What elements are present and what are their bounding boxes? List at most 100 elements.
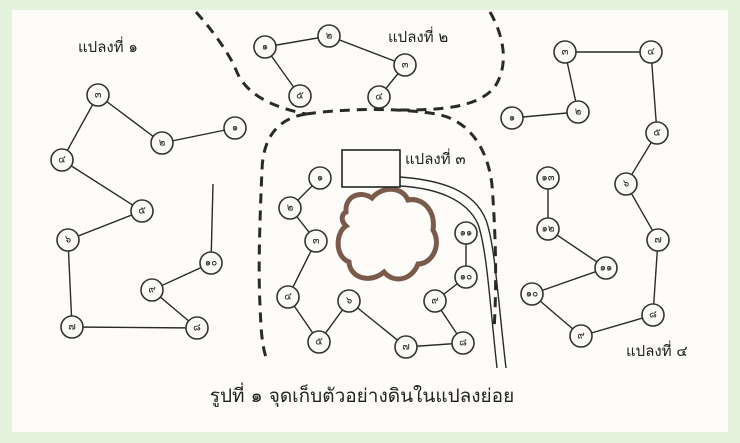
sample-point-circle [594, 256, 618, 280]
plot-label-4: แปลงที่ ๔ [626, 340, 688, 360]
plot4-sample-point: ๘ [641, 303, 665, 327]
sample-point-label: ๕ [653, 128, 661, 139]
plot2-sample-point: ๑ [253, 35, 277, 59]
plot1-sample-point: ๗ [60, 315, 84, 339]
plot3-sample-point: ๔ [276, 285, 300, 309]
plot1-sample-point: ๒ [150, 131, 174, 155]
sample-point-circle [185, 316, 209, 340]
sample-point-circle [278, 196, 302, 220]
sample-point-circle [394, 335, 418, 359]
plot4-sample-point: ๕ [645, 121, 669, 145]
plot2-sample-point: ๓ [393, 53, 417, 77]
plot4-sample-point: ๖ [614, 172, 638, 196]
plot3-sample-point: ๙ [423, 289, 447, 313]
sample-point-label: ๑๑ [460, 228, 473, 239]
sample-point-circle [536, 166, 560, 190]
sample-point-circle [454, 265, 478, 289]
sample-point-label: ๑๒ [542, 224, 555, 235]
sample-point-label: ๕ [315, 337, 323, 348]
sample-point-label: ๖ [623, 179, 629, 190]
plot2-sample-point: ๔ [367, 85, 391, 109]
sample-point-label: ๘ [459, 338, 467, 349]
sample-point-circle [199, 251, 223, 275]
sample-point-label: ๑ [509, 113, 515, 124]
sample-point-circle [646, 228, 670, 252]
plot3-sample-point: ๘ [451, 331, 475, 355]
sample-point-label: ๓ [313, 236, 320, 247]
plot1-sample-point: ๑๐ [199, 251, 223, 275]
sample-point-circle [337, 289, 361, 313]
sample-point-circle [308, 166, 332, 190]
sample-point-circle [536, 217, 560, 241]
plot4-sample-point: ๑๓ [536, 166, 560, 190]
figure-caption: รูปที่ ๑ จุดเก็บตัวอย่างดินในแปลงย่อย [210, 382, 514, 408]
plot1-sample-point: ๘ [185, 316, 209, 340]
sample-point-circle [423, 289, 447, 313]
plot3-route-line [287, 177, 467, 348]
plot4-sample-point: ๗ [646, 228, 670, 252]
sample-point-label: ๕ [296, 91, 304, 102]
sample-point-circle [253, 35, 277, 59]
plot3-sample-point: ๖ [337, 289, 361, 313]
plot-label-2: แปลงที่ ๒ [388, 26, 448, 46]
plot4-sample-point: ๑ [500, 106, 524, 130]
plot3-sample-point: ๕ [307, 330, 331, 354]
sample-point-circle [520, 282, 544, 306]
sample-point-label: ๑ [262, 42, 268, 53]
sample-point-circle [288, 84, 312, 108]
sample-point-label: ๑๐ [205, 258, 217, 269]
sample-point-label: ๒ [287, 203, 294, 214]
sample-point-label: ๙ [148, 285, 155, 296]
plot3-sample-point: ๑ [308, 166, 332, 190]
sample-point-label: ๓ [402, 60, 409, 71]
sample-point-label: ๘ [649, 310, 657, 321]
sample-point-label: ๑๐ [526, 289, 538, 300]
sample-point-circle [50, 148, 74, 172]
sample-point-circle [614, 172, 638, 196]
plot3-sample-point: ๓ [304, 229, 328, 253]
sample-point-label: ๑๓ [541, 173, 554, 184]
sample-point-circle [317, 24, 341, 48]
sample-point-label: ๓ [562, 47, 569, 58]
sample-point-circle [140, 278, 164, 302]
building [341, 149, 401, 188]
plot4-sample-point: ๑๑ [594, 256, 618, 280]
pond [335, 186, 439, 282]
sample-point-label: ๙ [431, 296, 438, 307]
plot2-sample-point: ๕ [288, 84, 312, 108]
sample-point-circle [569, 324, 593, 348]
sample-point-circle [307, 330, 331, 354]
sample-point-circle [645, 121, 669, 145]
sample-point-label: ๖ [65, 235, 71, 246]
sample-point-label: ๔ [375, 92, 383, 103]
sample-point-circle [566, 100, 590, 124]
plot4-sample-point: ๓ [553, 40, 577, 64]
sample-point-label: ๒ [159, 138, 166, 149]
plot1-sample-point: ๓ [86, 83, 110, 107]
sample-point-label: ๑ [317, 173, 323, 184]
sample-point-label: ๘ [193, 323, 201, 334]
plot1-sample-point: ๑ [223, 116, 247, 140]
sample-point-circle [130, 199, 154, 223]
sample-point-circle [393, 53, 417, 77]
sample-point-label: ๕ [138, 206, 146, 217]
sample-point-label: ๗ [654, 235, 662, 246]
sample-point-label: ๑๑ [600, 263, 613, 274]
sample-point-circle [60, 315, 84, 339]
plot-label-3: แปลงที่ ๓ [405, 148, 466, 168]
plot4-sample-point: ๑๐ [520, 282, 544, 306]
plot3-sample-point: ๑๑ [454, 221, 478, 245]
sample-point-circle [451, 331, 475, 355]
plot1-sample-point: ๔ [50, 148, 74, 172]
plot4-sample-point: ๑๒ [536, 217, 560, 241]
sample-point-label: ๖ [346, 296, 352, 307]
sample-point-circle [367, 85, 391, 109]
sample-point-circle [641, 303, 665, 327]
sample-point-circle [150, 131, 174, 155]
plot4-sample-point: ๒ [566, 100, 590, 124]
sample-point-circle [639, 40, 663, 64]
sample-point-circle [223, 116, 247, 140]
sample-point-label: ๔ [58, 155, 66, 166]
plot1-sample-point: ๙ [140, 278, 164, 302]
